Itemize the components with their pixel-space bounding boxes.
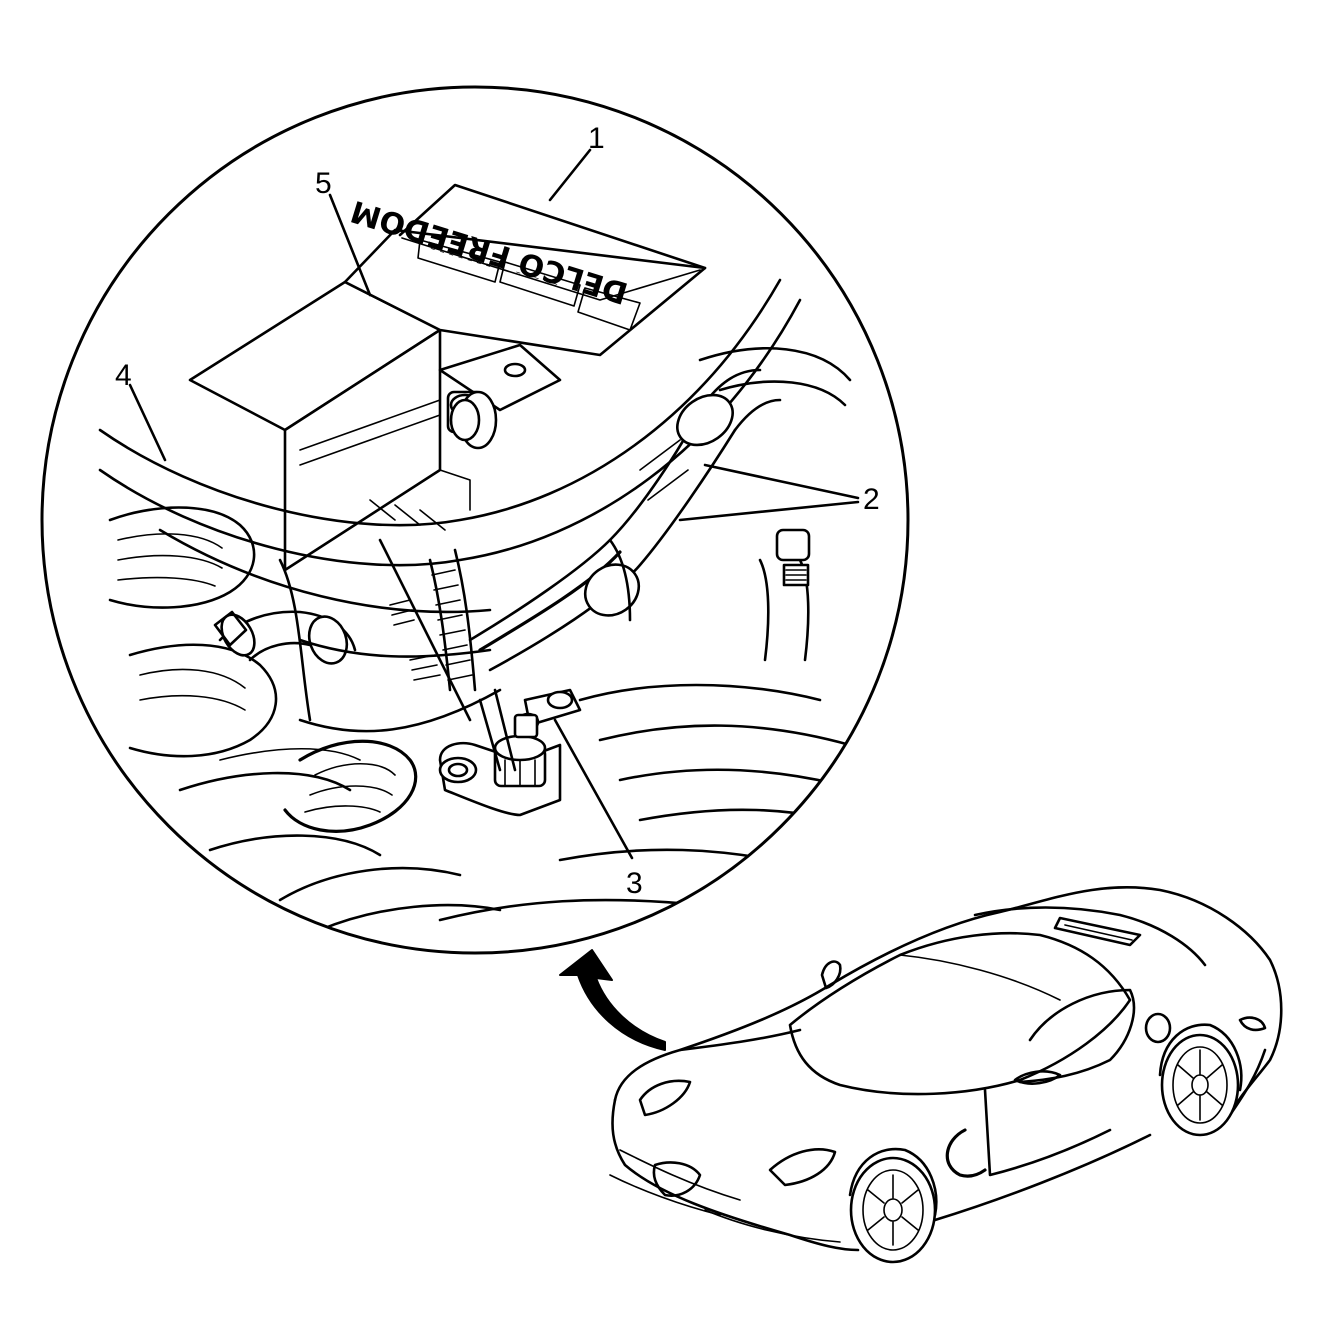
right-engine-parts — [438, 347, 882, 922]
callout-5: 5 — [315, 167, 332, 200]
left-hoses — [108, 506, 502, 932]
callout-2: 2 — [863, 483, 880, 516]
car-illustration — [609, 886, 1283, 1264]
heater-hose-left — [213, 610, 357, 665]
wire-harness — [389, 548, 477, 692]
callout-1: 1 — [588, 122, 605, 155]
callout-4: 4 — [115, 359, 132, 392]
ground-bolts — [438, 688, 582, 817]
callout-3: 3 — [626, 867, 643, 900]
battery: DELCO FREEDOM = = = = = = = = = = = = — [188, 183, 707, 572]
hose-item-2 — [468, 368, 782, 672]
callout-leaders — [128, 148, 860, 860]
curved-arrow-icon — [559, 949, 666, 1051]
detail-view: DELCO FREEDOM = = = = = = = = = = = = — [40, 85, 910, 955]
detail-circle-border — [40, 85, 910, 955]
battery-tray-frame — [98, 278, 802, 733]
